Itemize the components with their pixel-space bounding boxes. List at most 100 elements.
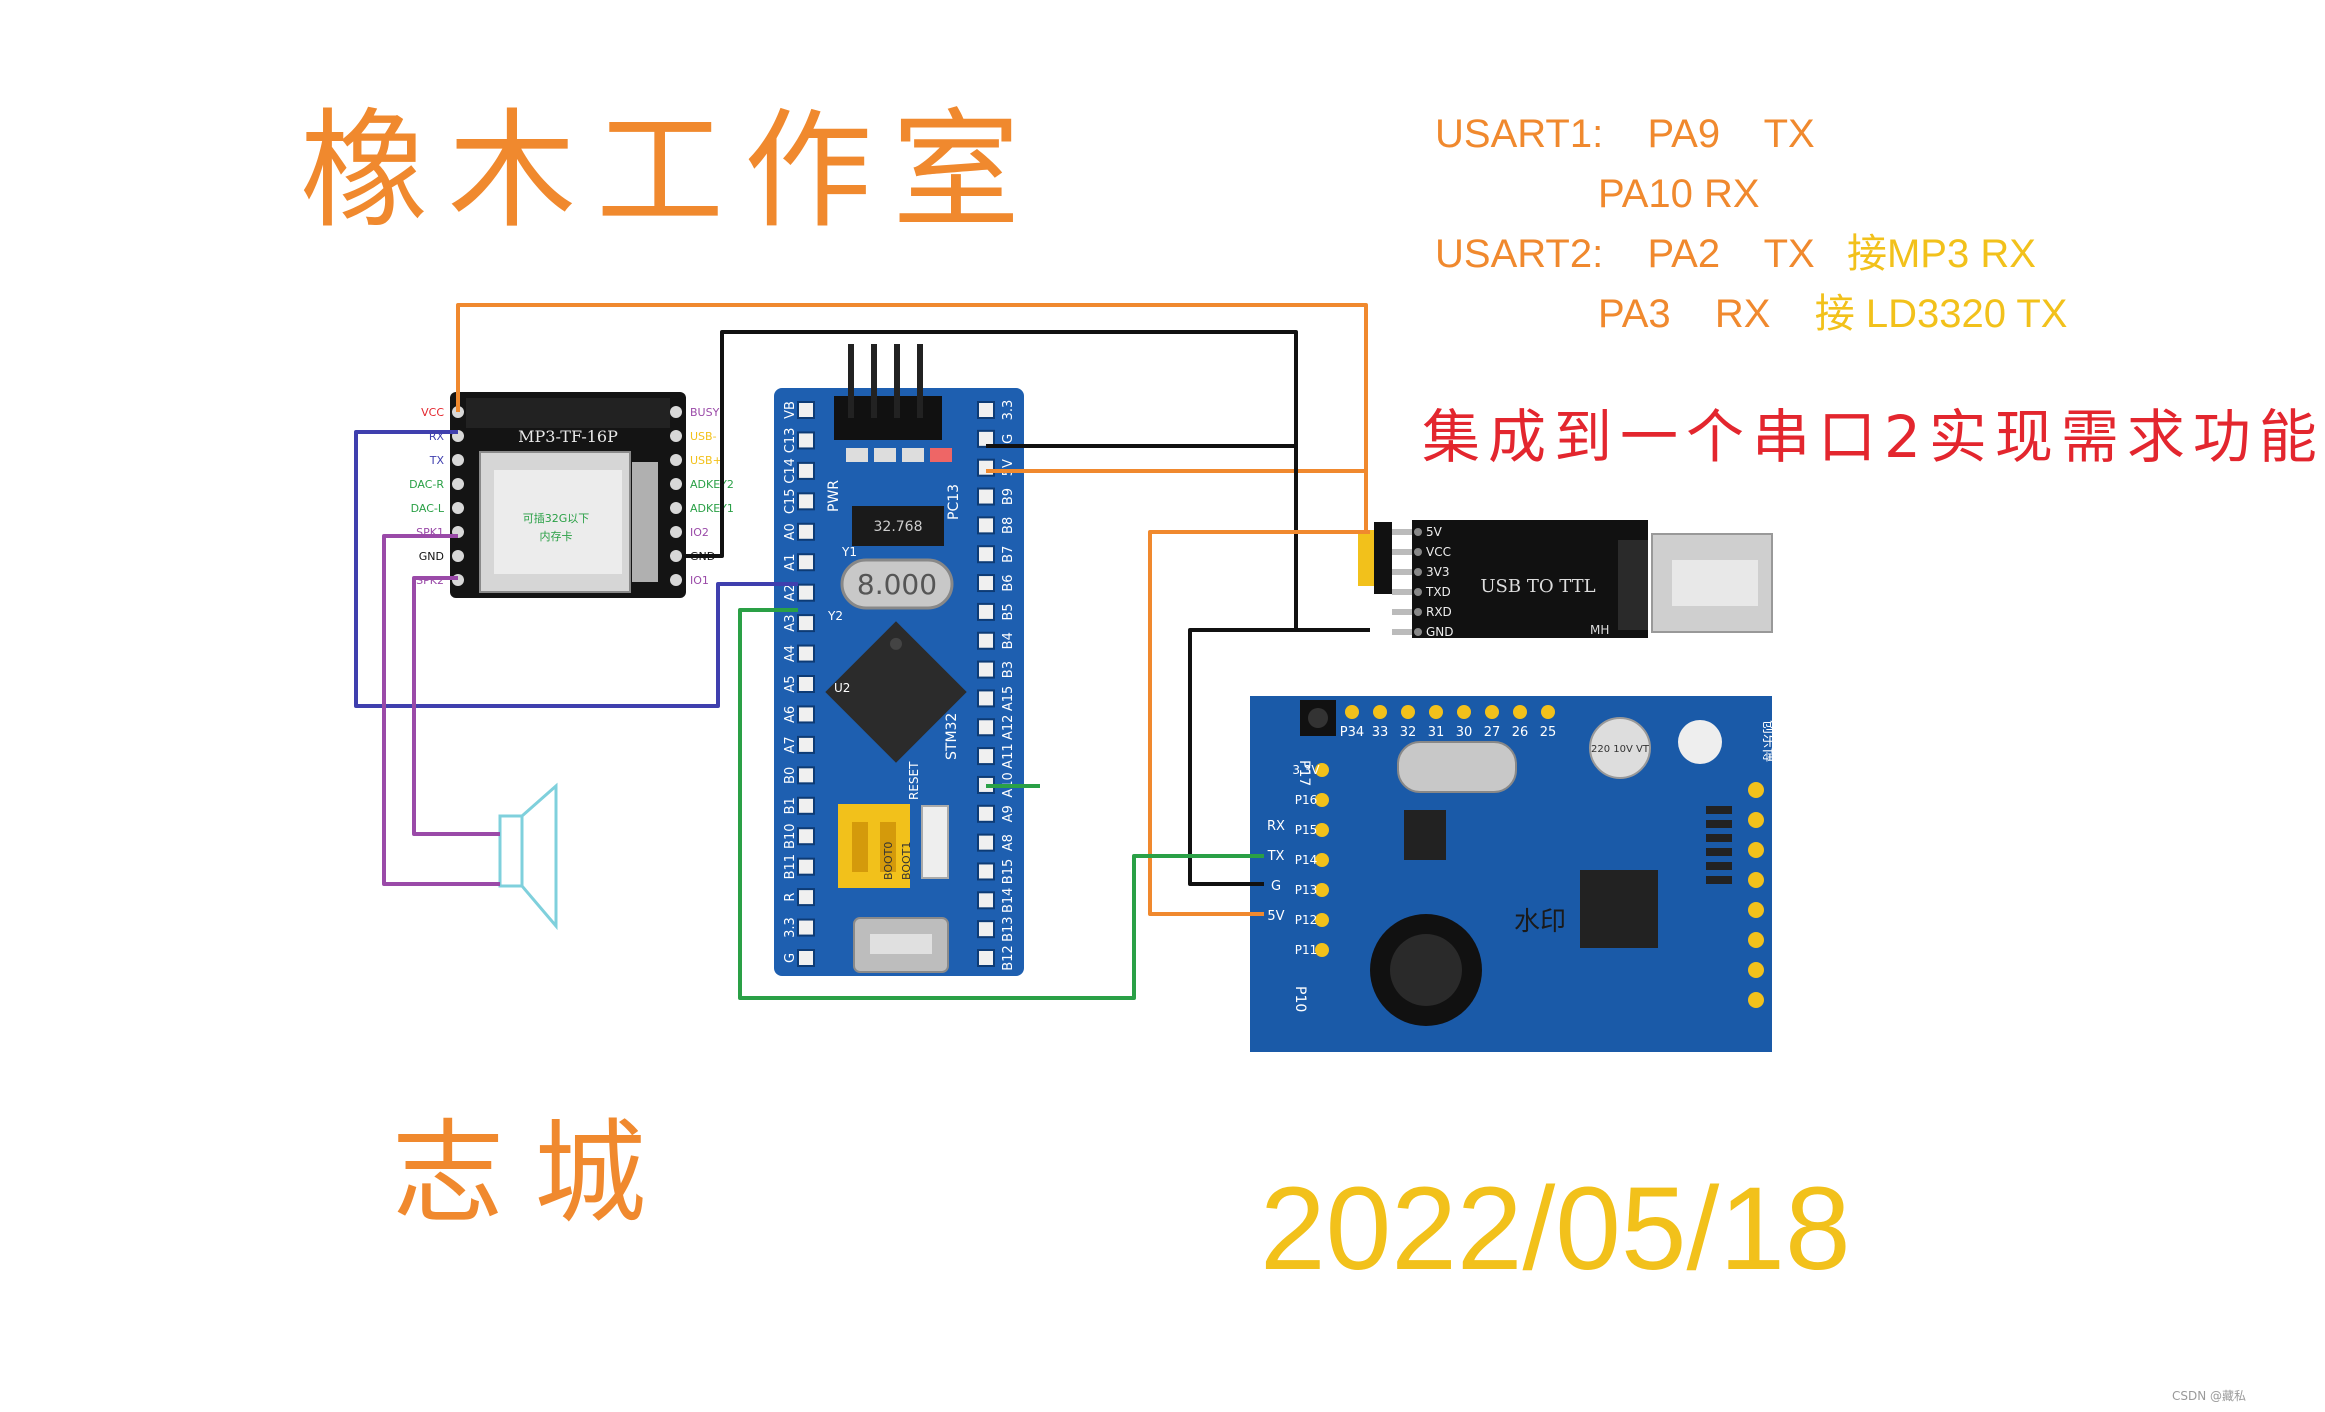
ttl-pin-pad (1414, 628, 1422, 636)
stm32-pin-right (977, 804, 995, 823)
rtc-oscillator (852, 506, 944, 546)
mcu-chip (825, 621, 967, 763)
mp3-header-strip (466, 398, 670, 428)
ld3320-left-pin-label: 3.3V (1292, 763, 1320, 777)
author-name: 志城 (392, 1109, 676, 1239)
ld3320-right-pin (1748, 932, 1764, 948)
stm32-pin-label-right: B9 (1001, 488, 1016, 505)
stm32-pin-label-right: B13 (1001, 916, 1016, 941)
ld3320-side-text: 创乐博 (1760, 720, 1777, 762)
stm32-label-boot1: BOOT1 (900, 842, 913, 880)
main-crystal (840, 558, 954, 610)
ld3320-resistor (1706, 848, 1732, 856)
stm32-pin-right (977, 631, 995, 650)
smd-part (846, 448, 868, 462)
usart1-tx: TX (1763, 112, 1815, 156)
stm32-pin-label-left: A1 (783, 554, 798, 571)
stm32-pin-left (797, 492, 815, 511)
stm32-pin-label-right: B15 (1001, 859, 1016, 884)
mp3-pin-label-right: USB- (690, 430, 717, 443)
ttl-pin (1392, 529, 1412, 535)
usart1-line2: PA10 RX (1598, 174, 1760, 214)
wires (354, 303, 1370, 1000)
wiring-diagram: MP3-TF-16P 可插32G以下 内存卡 VCCRXTXDAC-RDAC-L… (354, 303, 1777, 1052)
stm32-left-header: VBC13C14C15A0A1A2A3A4A5A6A7B0B1B10B11R3.… (783, 401, 815, 967)
speaker (498, 782, 558, 931)
ld3320-top-pin-label: 33 (1372, 725, 1389, 740)
stm32-top-header (834, 344, 942, 440)
stm32-pin-right (977, 689, 995, 708)
ld3320-regulator (1404, 810, 1446, 860)
ld3320-top-pin-label: 30 (1456, 725, 1473, 740)
usart1-rx: RX (1704, 172, 1760, 216)
ld3320-cap-text: 220 10V VT (1591, 744, 1650, 755)
mcu-body (825, 621, 967, 763)
stm32-pin-label-right: B4 (1001, 632, 1016, 649)
stm32-label-u2: U2 (834, 681, 850, 695)
jumper-cap (852, 822, 868, 872)
usart2-line2: PA3 RX 接 LD3320 TX (1598, 294, 2067, 334)
ld3320-watermark: 水印 (1514, 907, 1566, 937)
stm32-pin-label-right: B6 (1001, 574, 1016, 591)
micro-usb-port (870, 934, 932, 954)
stm32-pin-left (797, 705, 815, 724)
usb-ttl-jumper-base (1374, 522, 1392, 594)
jumper-cap (880, 822, 896, 872)
ld3320-resistor (1706, 806, 1732, 814)
mp3-pin-label-left: TX (429, 454, 445, 467)
stm32-pin-label-left: B11 (783, 854, 798, 879)
usart2-rx-note: 接 LD3320 TX (1814, 292, 2068, 336)
chip-label: STM32 (944, 713, 960, 760)
stm32-pin-label-right: A11 (1001, 743, 1016, 768)
ld3320-top-pin (1373, 705, 1387, 719)
mp3-pin-left (452, 550, 464, 562)
usart1-tx-pin: PA9 (1647, 112, 1721, 156)
rtc-osc-text: 32.768 (874, 519, 923, 535)
mp3-pin-right (670, 502, 682, 514)
ld3320-left-pin (1315, 913, 1329, 927)
ld3320-interface-label: RX (1267, 819, 1285, 834)
ttl-pin-pad (1414, 548, 1422, 556)
ttl-pin-pad (1414, 568, 1422, 576)
ld3320-button-cap (1308, 708, 1328, 728)
speaker-cone (520, 782, 558, 931)
stm32-pin-label-right: A12 (1001, 715, 1016, 740)
mp3-title: MP3-TF-16P (518, 427, 618, 446)
wire-spk1 (382, 534, 500, 886)
usb-ttl-jumper (1358, 530, 1374, 586)
ttl-pin-pad (1414, 588, 1422, 596)
ttl-pin (1392, 569, 1412, 575)
ld3320-top-pin-label: 26 (1512, 725, 1529, 740)
stm32-pin-right (977, 920, 995, 939)
mp3-pin-left (452, 454, 464, 466)
mp3-pin-label-right: ADKEY2 (690, 478, 734, 491)
wire-spk2 (412, 576, 500, 836)
stm32-pin-label-right: B14 (1001, 888, 1016, 913)
stm32-pin-left (797, 614, 815, 633)
stm32-pin-label-left: B0 (783, 767, 798, 784)
stm32-pin-left (797, 918, 815, 937)
stm32-pin-left (797, 796, 815, 815)
stm32-label-y2: Y2 (827, 609, 843, 623)
usart1-name: USART1: (1435, 112, 1604, 156)
mp3-pin-right (670, 478, 682, 490)
ld3320-right-pin (1748, 782, 1764, 798)
stm32-pin-label-left: C14 (783, 458, 798, 484)
crystal-text: 8.000 (857, 568, 937, 601)
stm32-pin-right (977, 487, 995, 506)
ld3320-resistor (1706, 876, 1732, 884)
ttl-pin-label: 3V3 (1426, 565, 1449, 579)
stm32-label-reset: RESET (907, 761, 921, 800)
ld3320-top-pin-label: 27 (1484, 725, 1501, 740)
stm32-pin-left (797, 675, 815, 693)
ld3320-top-pin (1513, 705, 1527, 719)
ld3320-left-pin-label: P13 (1295, 883, 1318, 897)
boot-jumpers (838, 804, 910, 888)
stm32-pin-left (797, 766, 815, 785)
mp3-pin-right (670, 550, 682, 562)
mp3-pin-label-left: SPK2 (416, 574, 444, 587)
ld3320-top-pin-label: 31 (1428, 725, 1445, 740)
usb-ttl-chip-row (1618, 540, 1648, 630)
